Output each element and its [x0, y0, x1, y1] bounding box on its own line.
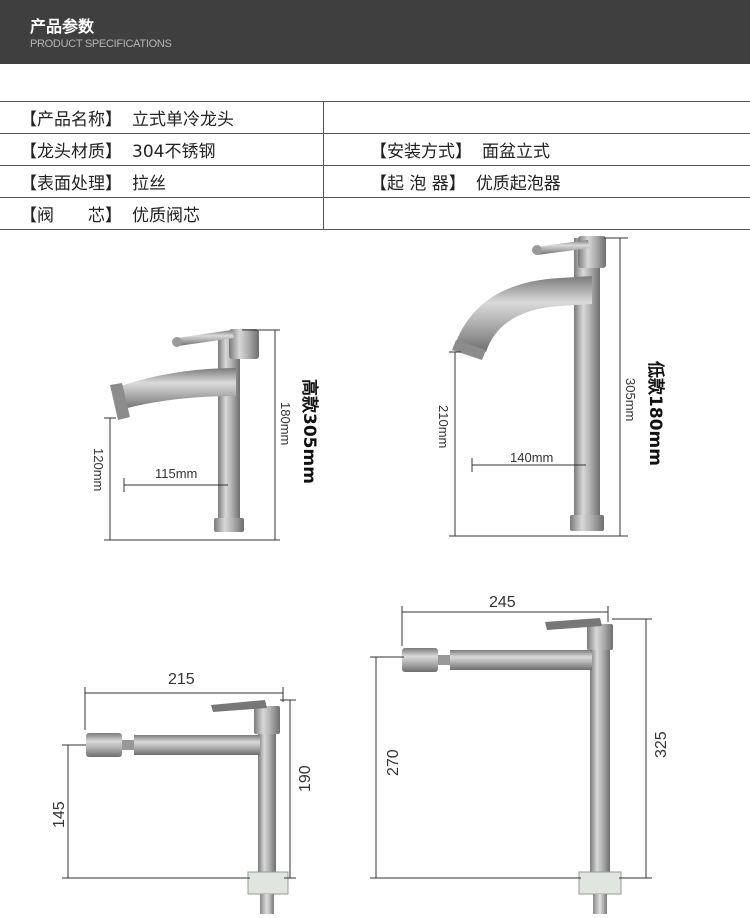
spec-cell: 【安装方式】面盆立式: [323, 133, 750, 166]
spec-row: 【产品名称】立式单冷龙头: [0, 101, 750, 134]
height-label: 325: [653, 731, 670, 758]
faucet-drawing-short: [110, 329, 259, 532]
spout-height-label: 145: [51, 801, 68, 828]
spec-key: 【阀 芯】: [20, 206, 122, 226]
dimension-lines-tall: [449, 237, 628, 537]
faucet-drawing-tall: [452, 236, 606, 531]
spec-cell: 【阀 芯】优质阀芯: [0, 197, 324, 230]
spec-value: 拉丝: [132, 174, 166, 194]
spec-key: 【产品名称】: [20, 110, 122, 130]
height-label: 305mm: [623, 378, 638, 421]
faucet-drawing-bottom-right: [402, 618, 622, 914]
spec-key: 【龙头材质】: [20, 142, 122, 162]
model-label: 低款180mm: [645, 360, 666, 466]
spec-key: 【表面处理】: [20, 174, 122, 194]
section-header: 产品参数 PRODUCT SPECIFICATIONS: [0, 0, 750, 64]
spec-table: 【产品名称】立式单冷龙头 【龙头材质】 304不锈钢 【安装方式】面盆立式 【表面…: [0, 101, 750, 230]
reach-label: 115mm: [155, 466, 197, 481]
dimension-lines-short: [104, 329, 280, 541]
spec-key: 【起 泡 器】: [370, 174, 466, 194]
dimension-lines-bottom-left: [62, 687, 296, 879]
faucet-drawing-bottom-left: [86, 700, 289, 914]
section-title: 产品参数: [30, 17, 95, 36]
spec-row: 【龙头材质】 304不锈钢 【安装方式】面盆立式: [0, 133, 750, 166]
model-label: 高款305mm: [299, 379, 320, 484]
spec-value: 优质阀芯: [132, 206, 200, 226]
spout-height-label: 210mm: [436, 405, 451, 448]
spec-cell: [323, 197, 750, 230]
section-subtitle: PRODUCT SPECIFICATIONS: [30, 38, 172, 50]
spout-height-label: 270: [385, 749, 402, 776]
reach-label: 140mm: [510, 450, 553, 465]
spec-value: 304不锈钢: [132, 142, 216, 162]
height-label: 190: [297, 765, 314, 792]
dimension-lines-bottom-right: [370, 606, 652, 879]
spec-key: 【安装方式】: [370, 142, 472, 162]
spec-cell: 【产品名称】立式单冷龙头: [0, 101, 324, 134]
width-label: 245: [489, 594, 516, 611]
spout-height-label: 120mm: [91, 448, 106, 491]
spec-cell: [323, 101, 750, 134]
spec-row: 【表面处理】拉丝 【起 泡 器】优质起泡器: [0, 165, 750, 198]
height-label: 180mm: [278, 402, 293, 445]
spec-row: 【阀 芯】优质阀芯: [0, 197, 750, 230]
spec-value: 立式单冷龙头: [132, 110, 234, 130]
spec-value: 面盆立式: [482, 142, 550, 162]
spec-cell: 【起 泡 器】优质起泡器: [323, 165, 750, 198]
width-label: 215: [168, 671, 195, 688]
spec-value: 优质起泡器: [475, 174, 561, 194]
